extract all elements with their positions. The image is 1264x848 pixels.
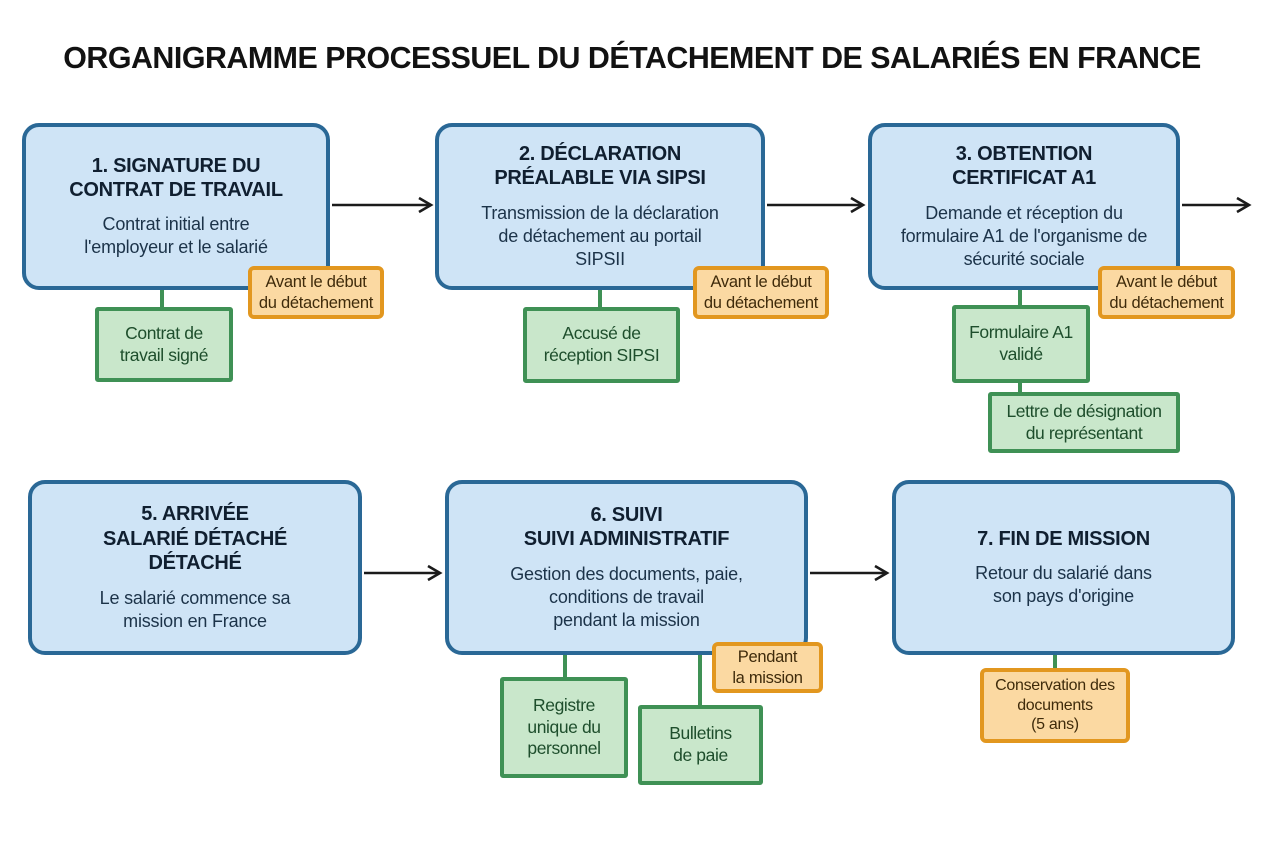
arrow-step3-offpage [1182, 196, 1252, 214]
doc-formulaire-a1-valide: Formulaire A1 validé [952, 305, 1090, 383]
step-2-body: Transmission de la déclaration de détach… [481, 202, 719, 269]
step-2-declaration-sipsi: 2. DÉCLARATION PRÉALABLE VIA SIPSI Trans… [435, 123, 765, 290]
step-1-title: 1. SIGNATURE DU CONTRAT DE TRAVAIL [69, 154, 283, 201]
step-6-title: 6. SUIVI SUIVI ADMINISTRATIF [523, 504, 730, 551]
step-1-signature-contrat: 1. SIGNATURE DU CONTRAT DE TRAVAIL Contr… [22, 123, 330, 290]
step-6-suivi-administratif: 6. SUIVI SUIVI ADMINISTRATIF Gestion des… [445, 480, 808, 655]
doc-registre-unique: Registre unique du personnel [500, 677, 628, 778]
step-1-body: Contrat initial entre l'employeur et le … [84, 214, 268, 258]
step-6-body: Gestion des documents, paie, conditions … [510, 563, 743, 630]
badge-avant-debut-3: Avant le début du détachement [1098, 266, 1235, 319]
badge-conservation-documents: Conservation des documents (5 ans) [980, 668, 1130, 743]
doc-bulletins-de-paie: Bulletins de paie [638, 705, 763, 785]
arrow-step6-step7 [810, 564, 890, 582]
doc-lettre-designation: Lettre de désignation du représentant [988, 392, 1180, 453]
step-3-title: 3. OBTENTION CERTIFICAT A1 [952, 143, 1096, 190]
step-3-certificat-a1: 3. OBTENTION CERTIFICAT A1 Demande et ré… [868, 123, 1180, 290]
badge-avant-debut-2: Avant le début du détachement [693, 266, 829, 319]
step-5-body: Le salarié commence sa mission en France [99, 587, 291, 631]
step-3-body: Demande et réception du formulaire A1 de… [900, 202, 1148, 269]
doc-accuse-reception-sipsi: Accusé de réception SIPSI [523, 307, 680, 383]
step-2-title: 2. DÉCLARATION PRÉALABLE VIA SIPSI [494, 143, 706, 190]
step-7-fin-de-mission: 7. FIN DE MISSION Retour du salarié dans… [892, 480, 1235, 655]
step-5-title: 5. ARRIVÉE SALARIÉ DÉTACHÉ DÉTACHÉ [102, 503, 288, 575]
step-5-arrivee-salarie: 5. ARRIVÉE SALARIÉ DÉTACHÉ DÉTACHÉ Le sa… [28, 480, 362, 655]
badge-avant-debut-1: Avant le début du détachement [248, 266, 384, 319]
arrow-step1-step2 [332, 196, 434, 214]
step-7-body: Retour du salarié dans son pays d'origin… [975, 563, 1152, 607]
badge-pendant-mission: Pendant la mission [712, 642, 823, 693]
doc-contrat-travail-signe: Contrat de travail signé [95, 307, 233, 382]
arrow-step2-step3 [767, 196, 866, 214]
diagram-title: ORGANIGRAMME PROCESSUEL DU DÉTACHEMENT D… [63, 40, 1201, 75]
step-7-title: 7. FIN DE MISSION [977, 527, 1150, 550]
arrow-step5-step6 [364, 564, 443, 582]
